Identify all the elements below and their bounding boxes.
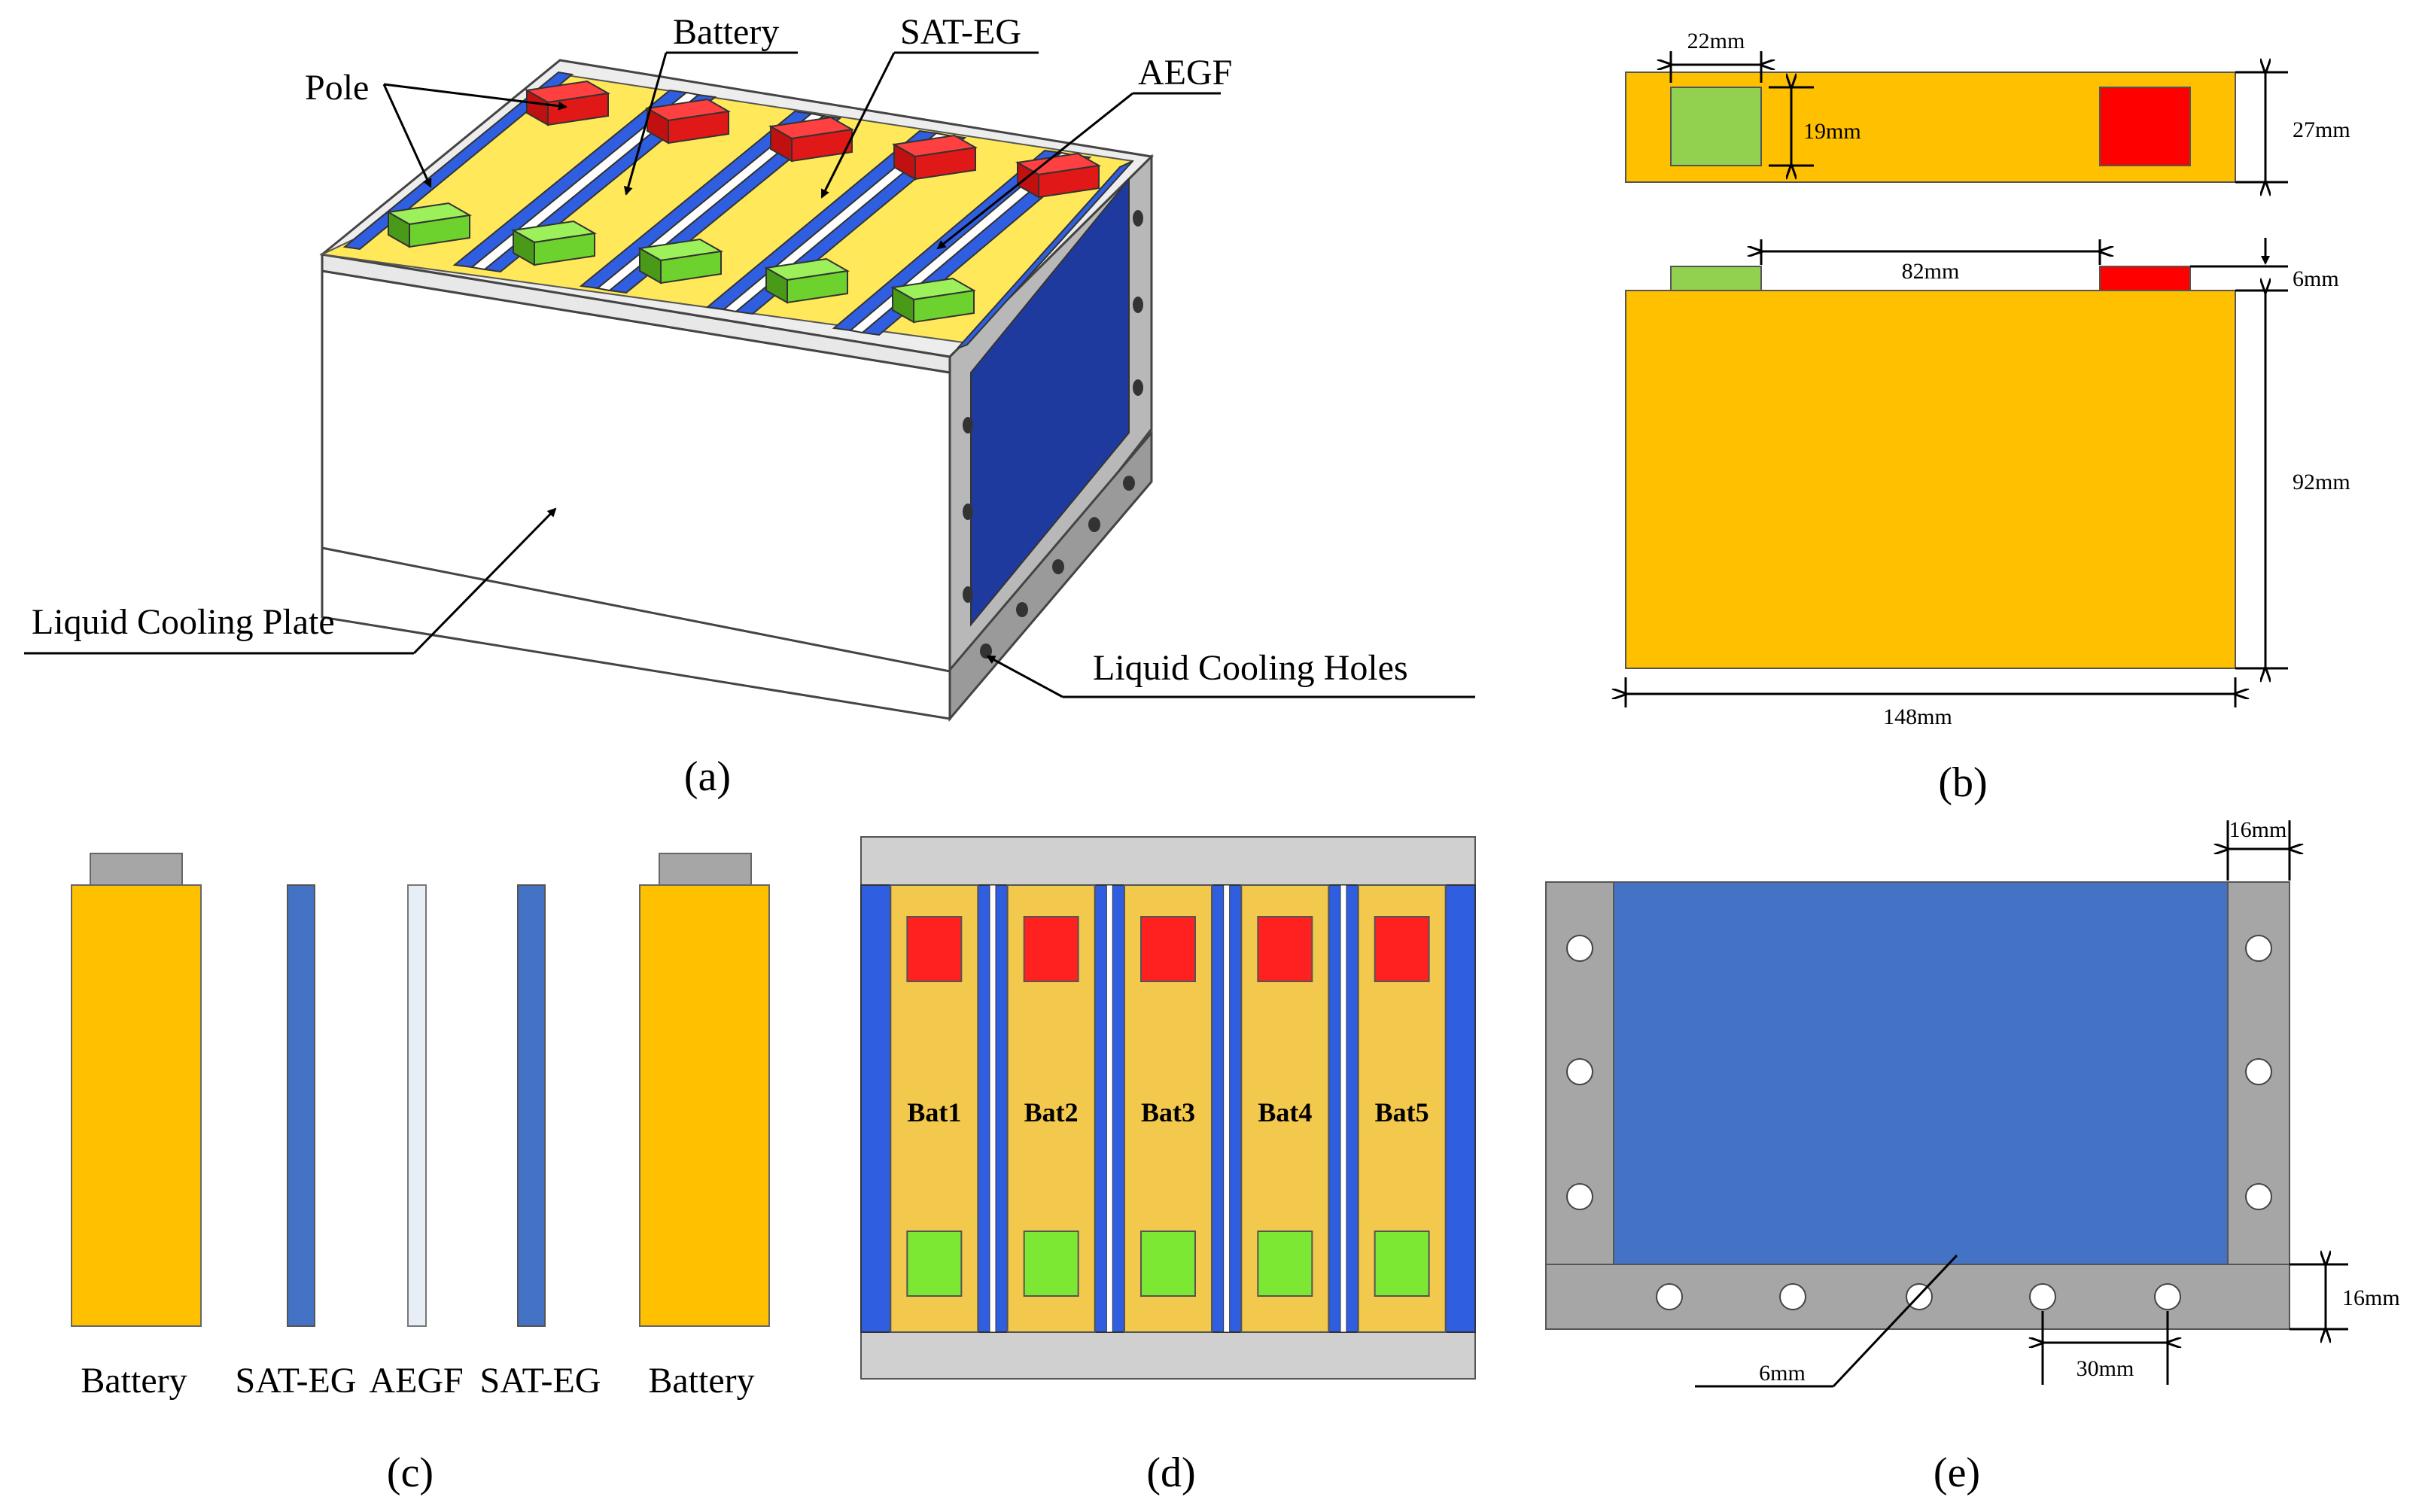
caption-d: (d) bbox=[1146, 1450, 1195, 1496]
label-battery-right: Battery bbox=[648, 1361, 754, 1401]
aegf-band bbox=[1223, 884, 1231, 1333]
dim-side-width: 16mm bbox=[2229, 817, 2287, 842]
dim-thickness: 27mm bbox=[2293, 117, 2350, 142]
positive-pole bbox=[1257, 916, 1313, 982]
pole-negative-4 bbox=[764, 257, 850, 304]
cooling-holes bbox=[1566, 935, 2272, 1310]
pole-positive-2 bbox=[645, 98, 731, 145]
sat-eg-right bbox=[517, 884, 546, 1327]
battery-left bbox=[71, 884, 202, 1327]
caption-e: (e) bbox=[1934, 1450, 1980, 1496]
pole-label: Pole bbox=[305, 68, 369, 108]
battery-cap-left bbox=[90, 853, 183, 886]
battery-cell-label: Bat3 bbox=[1141, 1097, 1195, 1127]
positive-pole bbox=[1140, 916, 1196, 982]
battery-cell-label: Bat5 bbox=[1375, 1097, 1429, 1127]
panel-e: 16mm 16mm 6mm 30mm (e) bbox=[1545, 817, 2400, 1496]
panel-d: Bat1 Bat2 Bat3 Bat4 Bat5 (d) bbox=[860, 836, 1476, 1496]
dim-pole-width: 22mm bbox=[1687, 29, 1745, 53]
cooling-holes-3d bbox=[963, 210, 1143, 659]
battery-cell-label: Bat4 bbox=[1258, 1097, 1312, 1127]
dim-hole-diameter: 6mm bbox=[1759, 1361, 1806, 1386]
dim-bottom-height: 16mm bbox=[2342, 1285, 2400, 1310]
bottom-frame bbox=[860, 1331, 1476, 1380]
top-frame bbox=[860, 836, 1476, 886]
aegf-layer bbox=[407, 884, 427, 1327]
battery-cell-label: Bat2 bbox=[1024, 1097, 1079, 1127]
label-aegf: AEGF bbox=[369, 1361, 463, 1401]
positive-pole-front bbox=[2099, 266, 2191, 291]
pole-positive-3 bbox=[768, 116, 854, 163]
negative-pole bbox=[1257, 1231, 1313, 1297]
negative-pole bbox=[1023, 1231, 1079, 1297]
positive-pole bbox=[1023, 916, 1079, 982]
aegf-band bbox=[1340, 884, 1347, 1333]
side-bottom-plate bbox=[948, 429, 1153, 723]
liquid-cooling-plate-label: Liquid Cooling Plate bbox=[32, 602, 335, 642]
dim-pole-gap: 82mm bbox=[1902, 259, 1960, 284]
battery-cap-right bbox=[659, 853, 752, 886]
sat-eg-band bbox=[1444, 884, 1476, 1333]
plate-seam-line bbox=[321, 546, 951, 673]
sat-eg-left bbox=[287, 884, 315, 1327]
label-sat-eg-right: SAT-EG bbox=[480, 1361, 601, 1401]
aegf-band bbox=[989, 884, 996, 1333]
pole-negative-2 bbox=[511, 220, 597, 266]
caption-a: (a) bbox=[684, 753, 731, 800]
negative-pole bbox=[1140, 1231, 1196, 1297]
dim-height: 92mm bbox=[2293, 470, 2350, 494]
dim-width: 148mm bbox=[1883, 704, 1952, 729]
negative-pole bbox=[1374, 1231, 1430, 1297]
pole-negative-5 bbox=[890, 277, 976, 324]
pole-negative-3 bbox=[637, 238, 723, 284]
sat-eg-label: SAT-EG bbox=[900, 12, 1021, 52]
battery-label: Battery bbox=[673, 12, 779, 52]
aegf-band bbox=[1106, 884, 1113, 1333]
positive-pole bbox=[906, 916, 963, 982]
label-battery-left: Battery bbox=[81, 1361, 187, 1401]
dim-pole-depth: 19mm bbox=[1803, 119, 1861, 144]
positive-pole bbox=[1374, 916, 1430, 982]
battery-front-view bbox=[1625, 290, 2236, 669]
battery-cell-label: Bat1 bbox=[907, 1097, 961, 1127]
liquid-cooling-holes-label: Liquid Cooling Holes bbox=[1093, 648, 1408, 688]
negative-pole bbox=[906, 1231, 963, 1297]
sat-eg-side bbox=[970, 177, 1130, 627]
pole-negative-1 bbox=[386, 202, 472, 248]
sat-eg-plate bbox=[1613, 881, 2229, 1265]
battery-cells: Bat1 Bat2 Bat3 Bat4 Bat5 bbox=[860, 884, 1476, 1333]
sat-eg-band bbox=[860, 884, 892, 1333]
negative-pole-front bbox=[1670, 266, 1762, 291]
positive-pole-top bbox=[2099, 87, 2191, 166]
dim-hole-spacing: 30mm bbox=[2077, 1356, 2134, 1381]
dim-pole-height: 6mm bbox=[2293, 266, 2339, 291]
caption-c: (c) bbox=[387, 1450, 434, 1496]
pole-positive-1 bbox=[525, 80, 610, 126]
pole-positive-4 bbox=[892, 134, 978, 181]
panel-c: Battery SAT-EG AEGF SAT-EG Battery (c) bbox=[71, 853, 770, 1496]
negative-poles bbox=[386, 202, 976, 324]
panel-a: Pole Battery SAT-EG AEGF Liquid Cooling … bbox=[24, 12, 1475, 800]
label-sat-eg-left: SAT-EG bbox=[236, 1361, 357, 1401]
aegf-label: AEGF bbox=[1138, 53, 1232, 93]
caption-b: (b) bbox=[1938, 759, 1987, 806]
negative-pole-top bbox=[1670, 87, 1762, 166]
battery-right bbox=[639, 884, 770, 1327]
panel-b: 22mm 19mm 27mm 82mm 6mm 92mm 148mm (b) bbox=[1626, 29, 2350, 806]
